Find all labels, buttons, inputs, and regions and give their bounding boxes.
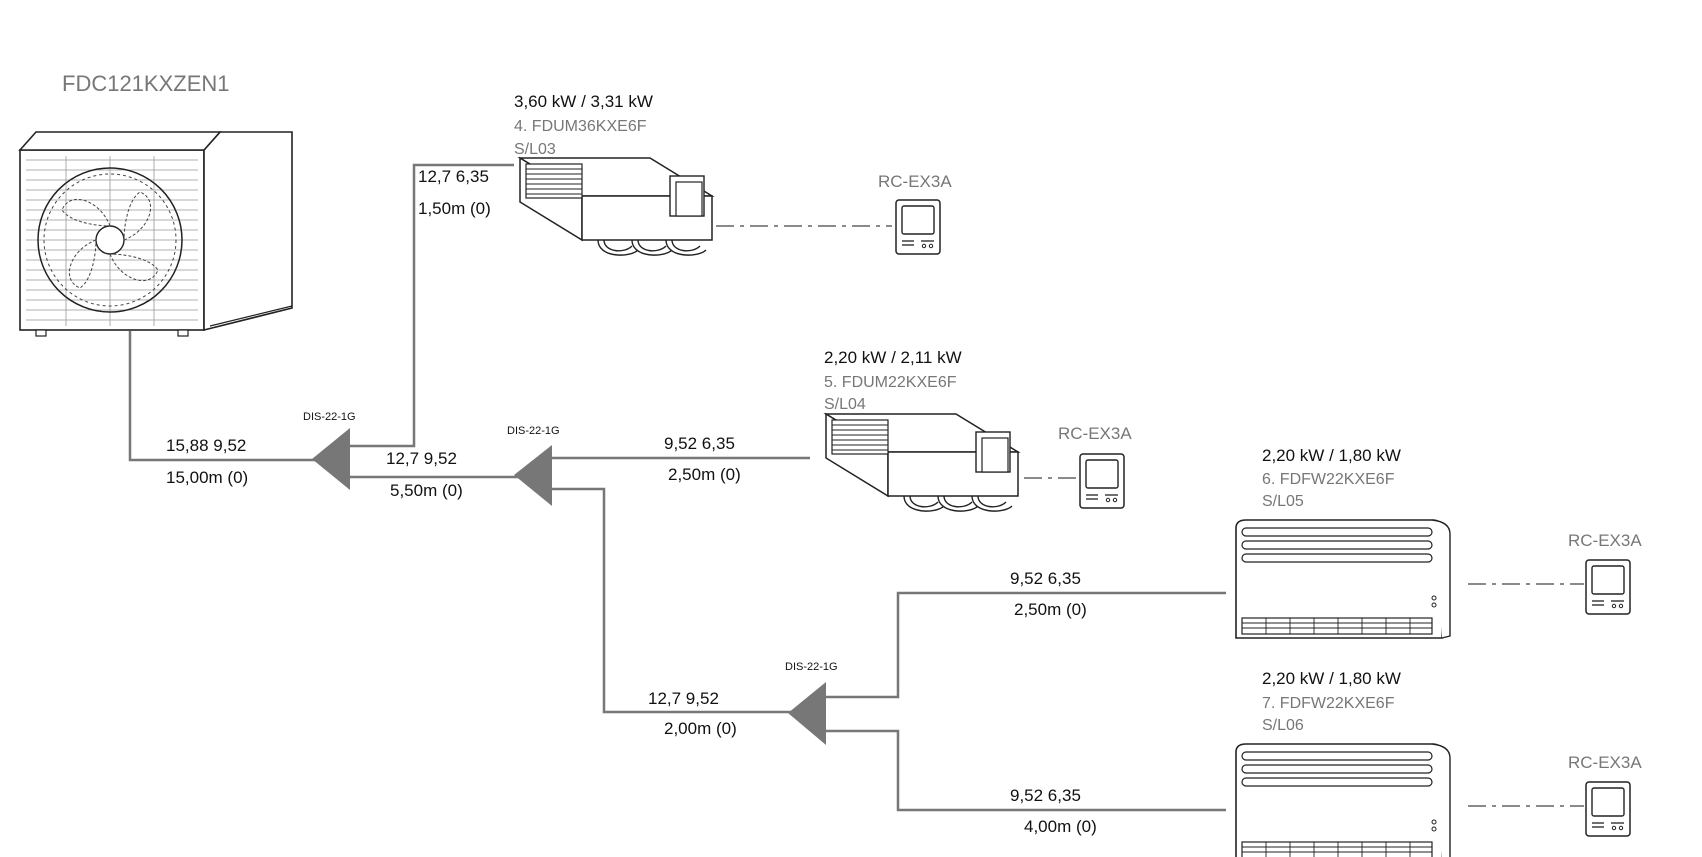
pipe-to-unit4: [350, 163, 514, 448]
pipe-labels: 15,88 9,52 15,00m (0) 12,7 6,35 1,50m (0…: [166, 167, 1097, 836]
unit6-capacity: 2,20 kW / 1,80 kW: [1262, 446, 1401, 465]
outdoor-unit-model: FDC121KXZEN1: [62, 71, 230, 96]
pipe-u4-length: 1,50m (0): [418, 199, 491, 218]
branch-joint-3: [788, 682, 826, 745]
indoor-unit-5: 2,20 kW / 2,11 kW 5. FDUM22KXE6F S/L04 R…: [824, 348, 1132, 512]
indoor-unit-6: 2,20 kW / 1,80 kW 6. FDFW22KXE6F S/L05 R…: [1235, 446, 1642, 639]
pipe-to-unit7: [826, 729, 1226, 812]
pipe-u7-diameters: 9,52 6,35: [1010, 786, 1081, 805]
unit4-model: 4. FDUM36KXE6F: [514, 118, 647, 135]
pipe-u6-length: 2,50m (0): [1014, 600, 1087, 619]
unit7-model: 7. FDFW22KXE6F: [1262, 695, 1395, 712]
unit5-model: 5. FDUM22KXE6F: [824, 374, 957, 391]
indoor-unit-7: 2,20 kW / 1,80 kW 7. FDFW22KXE6F S/L06 R…: [1235, 669, 1642, 857]
unit7-floor-icon: [1235, 743, 1451, 857]
pipe-main-diameters: 15,88 9,52: [166, 436, 246, 455]
unit7-line: S/L06: [1262, 717, 1304, 734]
unit5-capacity: 2,20 kW / 2,11 kW: [824, 348, 962, 367]
unit6-remote-controller-icon: [1585, 559, 1631, 615]
pipe-b2-b3: [552, 487, 792, 714]
unit6-model: 6. FDFW22KXE6F: [1262, 471, 1395, 488]
unit7-remote-controller-icon: [1585, 781, 1631, 837]
pipe-u5-length: 2,50m (0): [668, 465, 741, 484]
outdoor-unit-icon: [18, 131, 293, 337]
unit5-controller-label: RC-EX3A: [1058, 424, 1132, 443]
pipe-b1b2-diameters: 12,7 9,52: [386, 449, 457, 468]
pipe-u7-length: 4,00m (0): [1024, 817, 1097, 836]
unit6-floor-icon: [1235, 519, 1451, 639]
pipe-main-length: 15,00m (0): [166, 468, 248, 487]
pipe-to-unit6: [826, 591, 1226, 699]
unit4-capacity: 3,60 kW / 3,31 kW: [514, 92, 653, 111]
unit4-controller-label: RC-EX3A: [878, 172, 952, 191]
unit5-line: S/L04: [824, 396, 866, 413]
unit7-controller-label: RC-EX3A: [1568, 753, 1642, 772]
branch-label-2: DIS-22-1G: [507, 425, 560, 437]
unit6-controller-label: RC-EX3A: [1568, 531, 1642, 550]
unit7-capacity: 2,20 kW / 1,80 kW: [1262, 669, 1401, 688]
indoor-unit-4: 3,60 kW / 3,31 kW 4. FDUM36KXE6F S/L03 R…: [514, 92, 952, 256]
branch-joint-1: [312, 428, 350, 490]
unit5-remote-controller-icon: [1079, 453, 1125, 509]
branch-label-3: DIS-22-1G: [785, 661, 838, 673]
outdoor-unit: FDC121KXZEN1: [18, 71, 293, 337]
unit4-line: S/L03: [514, 141, 556, 158]
pipe-u6-diameters: 9,52 6,35: [1010, 569, 1081, 588]
unit4-duct-icon: [519, 157, 713, 256]
pipe-network: DIS-22-1G DIS-22-1G DIS-22-1G: [128, 163, 1226, 812]
unit4-remote-controller-icon: [895, 199, 941, 255]
pipe-b2b3-diameters: 12,7 9,52: [648, 689, 719, 708]
branch-joint-2: [514, 445, 552, 506]
branch-label-1: DIS-22-1G: [303, 411, 356, 423]
pipe-b2b3-length: 2,00m (0): [664, 719, 737, 738]
pipe-u5-diameters: 9,52 6,35: [664, 434, 735, 453]
pipe-b1b2-length: 5,50m (0): [390, 481, 463, 500]
pipe-u4-diameters: 12,7 6,35: [418, 167, 489, 186]
pipe-main: [128, 331, 318, 462]
unit6-line: S/L05: [1262, 493, 1304, 510]
unit5-duct-icon: [825, 413, 1019, 512]
